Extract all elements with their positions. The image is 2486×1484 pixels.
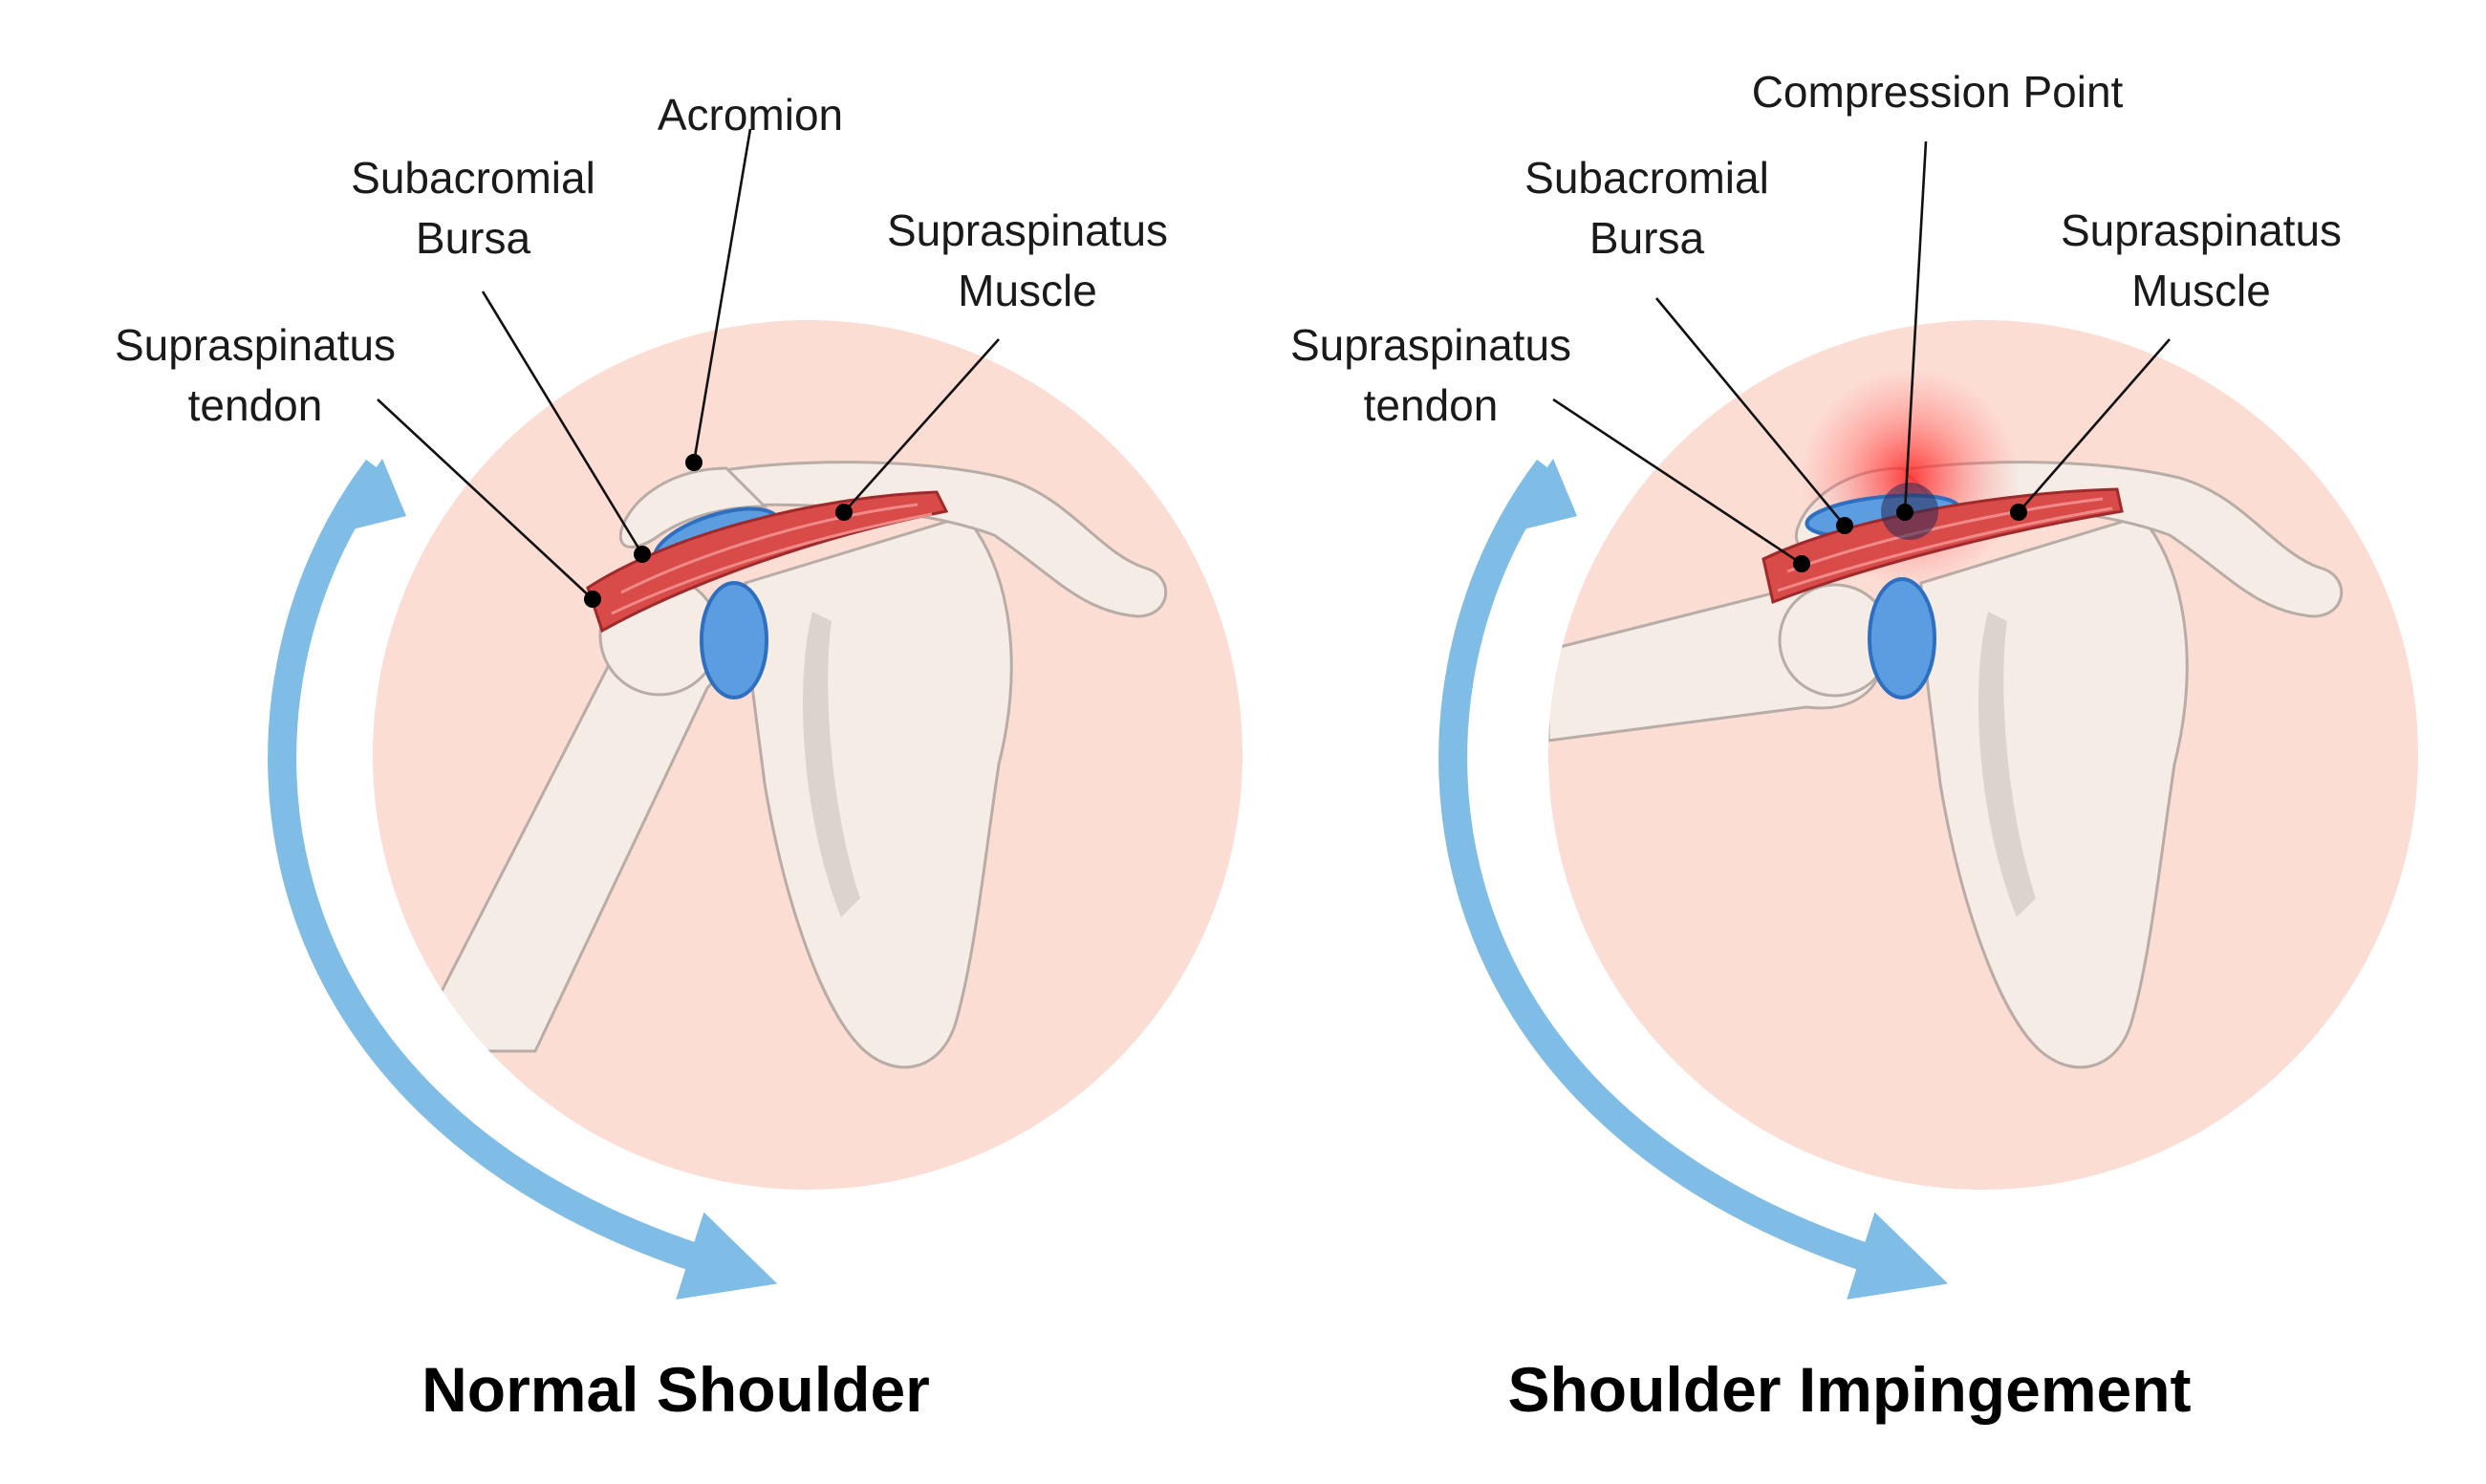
compression-leader [1903,140,1928,513]
range-of-motion-arrow [268,459,778,1300]
bursa-label-line1: Subacromial [1524,153,1769,203]
muscle-label-line2: Muscle [958,266,1097,315]
bursa-dot [634,546,651,563]
normal-shoulder-panel: Acromion Subacromial Bursa Supraspinatus… [115,90,1243,1425]
shoulder-bones [1548,461,2344,1069]
muscle-label-line2: Muscle [2131,266,2271,315]
bursa-label-line1: Subacromial [351,153,595,203]
muscle-fiber [620,503,919,594]
muscle-leader [2018,338,2171,513]
acromion-label: Acromion [658,90,843,140]
glenoid-cartilage [1868,577,1936,699]
scapula-shading [1978,612,2036,917]
arrow-head-top [330,459,406,535]
supraspinatus-muscle [586,490,949,634]
bursa-dot [1836,517,1853,534]
acromion-process [618,466,768,548]
glenoid-cartilage [700,581,768,699]
muscle-dot [2010,504,2027,521]
tendon-dot [584,591,601,608]
bursa-leader [481,290,644,555]
muscle-label-line1: Supraspinatus [2061,205,2342,255]
acromion-leader [692,128,752,463]
bursa-label-line2: Bursa [1589,213,1705,263]
scapula-shading [803,612,860,917]
panel-title-normal: Normal Shoulder [422,1354,930,1425]
muscle-dot [835,504,853,521]
tendon-dot [1793,555,1810,572]
compression-dot [1896,504,1913,521]
muscle-fiber [1777,506,2113,592]
range-of-motion-arrow [1438,459,1949,1300]
muscle-fiber [1786,497,2104,573]
bursa-label-line2: Bursa [416,213,531,263]
tendon-leader [1552,398,1803,566]
tendon-label-line2: tendon [1364,380,1499,430]
bursa-leader [1654,297,1847,527]
muscle-label-line1: Supraspinatus [887,205,1168,255]
supraspinatus [586,490,949,634]
acromion-dot [685,454,703,471]
muscle-fiber [611,512,933,615]
shoulder-bones [408,461,1168,1069]
tendon-label-line2: tendon [188,380,323,430]
arrow-head-top [1501,459,1577,535]
muscle-leader [843,338,1000,513]
tendon-label-line1: Supraspinatus [1290,320,1571,370]
supraspinatus-muscle [1762,487,2124,605]
tendon-leader [377,398,594,600]
supraspinatus [1762,487,2124,605]
compression-label: Compression Point [1752,67,2124,117]
panel-title-impingement: Shoulder Impingement [1507,1354,2191,1425]
tendon-label-line1: Supraspinatus [115,320,396,370]
impingement-panel: Compression Point Subacromial Bursa Supr… [1290,67,2418,1425]
